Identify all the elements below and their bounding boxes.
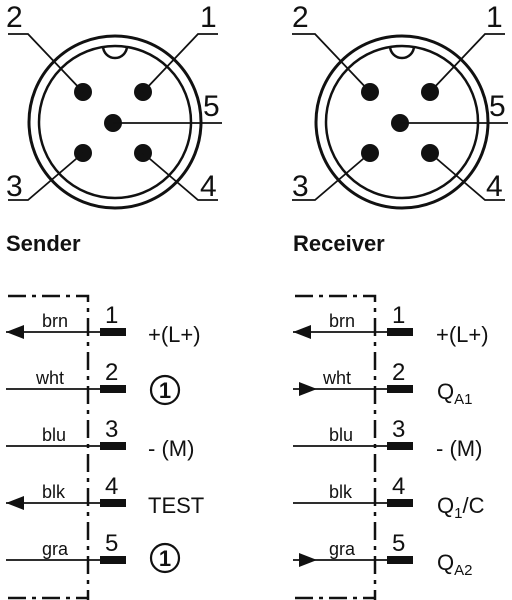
pin-terminal [100, 442, 126, 450]
receiver-title: Receiver [293, 231, 385, 256]
connector-inner-ring [37, 44, 193, 200]
pin-number-2: 2 [6, 1, 23, 34]
leader-line-1 [429, 33, 505, 93]
pin-number-5: 5 [203, 90, 220, 123]
pin-number: 1 [105, 302, 118, 329]
pin-terminal [387, 442, 413, 450]
pin-number: 2 [392, 359, 405, 386]
receiver-wiring: brn 1 +(L+) wht 2 QA1 blu 3 - (M) blk 4 … [293, 294, 489, 600]
pin-terminal [387, 385, 413, 393]
wire-color-label: blk [329, 482, 353, 502]
leader-line-1 [142, 33, 218, 93]
wire-color-label: gra [42, 539, 69, 559]
pin-terminal [387, 556, 413, 564]
wire-color-label: blu [329, 425, 353, 445]
pin-terminal [100, 328, 126, 336]
pin-terminal [100, 499, 126, 507]
connector-face-sender: 1 2 3 4 5 [6, 1, 222, 210]
wire-color-label: blu [42, 425, 66, 445]
leader-line-4 [429, 152, 505, 201]
leader-line-3 [8, 152, 84, 201]
pin-number-1: 1 [486, 1, 503, 34]
connector-outer-ring [314, 34, 490, 210]
pin-function: QA1 [437, 379, 472, 408]
func-main: Q [437, 379, 454, 404]
leader-line-2 [292, 33, 371, 93]
connector-outer-ring [27, 34, 203, 210]
pin-function: TEST [148, 493, 204, 518]
leader-line-3 [292, 152, 371, 201]
connector-inner-ring [324, 44, 480, 200]
pin-function-note: 1 [159, 378, 171, 403]
leader-line-4 [142, 152, 218, 201]
pin-function: - (M) [436, 436, 482, 461]
pin-number: 4 [392, 473, 405, 500]
pin-terminal [387, 499, 413, 507]
housing-boundary [295, 294, 377, 600]
pin-terminal [387, 328, 413, 336]
pin-function: QA2 [437, 550, 472, 579]
wire-color-label: brn [329, 311, 355, 331]
func-tail: /C [462, 493, 484, 518]
note-circle-icon [149, 542, 181, 574]
pin-number-4: 4 [200, 170, 217, 203]
pin-function: - (M) [148, 436, 194, 461]
pin-number-5: 5 [489, 90, 506, 123]
pin-function-note: 1 [159, 546, 171, 571]
wire-color-label: blk [42, 482, 66, 502]
wire-color-label: wht [35, 368, 64, 388]
pin-number-3: 3 [292, 170, 309, 203]
arrow-left-icon [293, 325, 311, 339]
func-subscript: A1 [454, 391, 472, 408]
connector-key-notch [388, 45, 416, 60]
pin-function: Q1/C [437, 493, 485, 522]
arrow-right-icon [299, 382, 317, 396]
note-circle-icon [149, 374, 181, 406]
pin-terminal [100, 385, 126, 393]
housing-boundary [8, 294, 90, 600]
arrow-left-icon [6, 496, 24, 510]
wire-color-label: brn [42, 311, 68, 331]
sender-title: Sender [6, 231, 81, 256]
pin-number: 4 [105, 473, 118, 500]
sender-wiring: brn 1 +(L+) wht 2 1 blu 3 - (M) blk 4 TE… [6, 294, 204, 600]
connector-key-notch [101, 45, 129, 60]
pin-number: 3 [392, 416, 405, 443]
connector-face-receiver: 1 2 3 4 5 [292, 1, 508, 210]
func-main: Q [437, 550, 454, 575]
pin-terminal [100, 556, 126, 564]
pin-number: 5 [105, 530, 118, 557]
pin-number: 3 [105, 416, 118, 443]
pin-function: +(L+) [436, 322, 489, 347]
func-subscript: 1 [454, 505, 462, 522]
func-main: Q [437, 493, 454, 518]
pin-number: 2 [105, 359, 118, 386]
pin-number-3: 3 [6, 170, 23, 203]
arrow-right-icon [299, 553, 317, 567]
pin-number-4: 4 [486, 170, 503, 203]
func-subscript: A2 [454, 562, 472, 579]
leader-line-2 [8, 33, 84, 93]
wire-color-label: gra [329, 539, 356, 559]
pin-number-1: 1 [200, 1, 217, 34]
pin-number: 5 [392, 530, 405, 557]
pin-function: +(L+) [148, 322, 201, 347]
pin-number: 1 [392, 302, 405, 329]
arrow-left-icon [6, 325, 24, 339]
pin-number-2: 2 [292, 1, 309, 34]
wire-color-label: wht [322, 368, 351, 388]
